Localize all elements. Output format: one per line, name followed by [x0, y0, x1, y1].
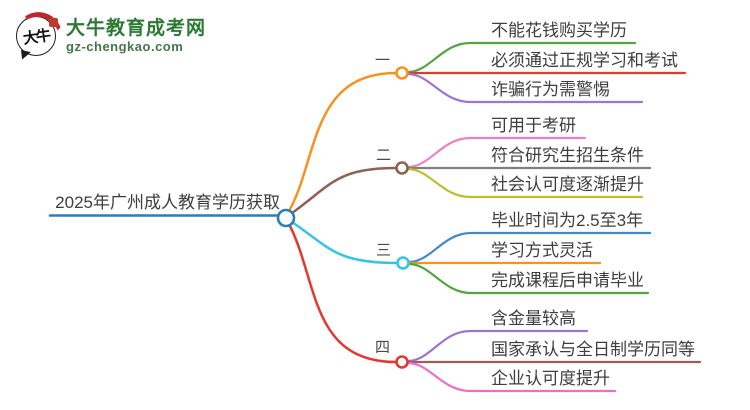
root-node: [276, 208, 296, 228]
item-4-3-line: [406, 361, 617, 393]
item-2-3-line: [406, 167, 644, 199]
item-label: 诈骗行为需警惕: [491, 80, 610, 99]
logo-bubble-tail: [19, 50, 31, 61]
item-label: 完成课程后申请毕业: [491, 271, 644, 290]
item-label: 不能花钱购买学历: [491, 21, 627, 40]
logo-seal-icon: [49, 18, 58, 27]
branch-3-curve: [290, 220, 399, 265]
branch-2-curve: [290, 166, 398, 215]
branch-4-label: 四: [375, 339, 391, 356]
item-label: 社会认可度逐渐提升: [491, 175, 644, 194]
site-domain: gz-chengkao.com: [66, 39, 184, 54]
item-3-1-line: [407, 231, 652, 264]
branch-3-label: 三: [376, 242, 392, 259]
site-title: 大牛教育成考网: [66, 18, 207, 39]
item-2-1-line: [406, 136, 587, 169]
item-1-3-line: [406, 72, 644, 104]
site-logo: 大牛 大牛教育成考网 gz-chengkao.com: [7, 5, 207, 69]
branch-1-curve: [287, 71, 398, 213]
branch-1-node: [395, 66, 409, 80]
item-label: 毕业时间为2.5至3年: [491, 211, 644, 230]
branch-2-node: [395, 161, 409, 175]
item-label: 企业认可度提升: [491, 369, 610, 388]
root-topic-label: 2025年广州成人教育学历获取: [55, 193, 280, 212]
item-label: 学习方式灵活: [491, 241, 593, 260]
item-label: 必须通过正规学习和考试: [491, 51, 678, 70]
branch-4-curve: [287, 222, 398, 364]
item-3-3-line: [407, 262, 650, 295]
item-label: 含金量较高: [491, 309, 576, 328]
item-label: 国家承认与全日制学历同等: [491, 340, 695, 359]
branch-4-node: [395, 355, 409, 369]
logo-bubble-icon: 大牛: [7, 5, 69, 69]
item-1-1-line: [406, 41, 637, 74]
item-label: 可用于考研: [491, 116, 576, 135]
branch-2-label: 二: [376, 147, 392, 164]
logo-red-arc: [7, 5, 69, 69]
item-label: 符合研究生招生条件: [491, 146, 644, 165]
branch-3-node: [396, 256, 410, 270]
item-4-1-line: [406, 329, 589, 363]
branch-1-label: 一: [375, 52, 391, 69]
